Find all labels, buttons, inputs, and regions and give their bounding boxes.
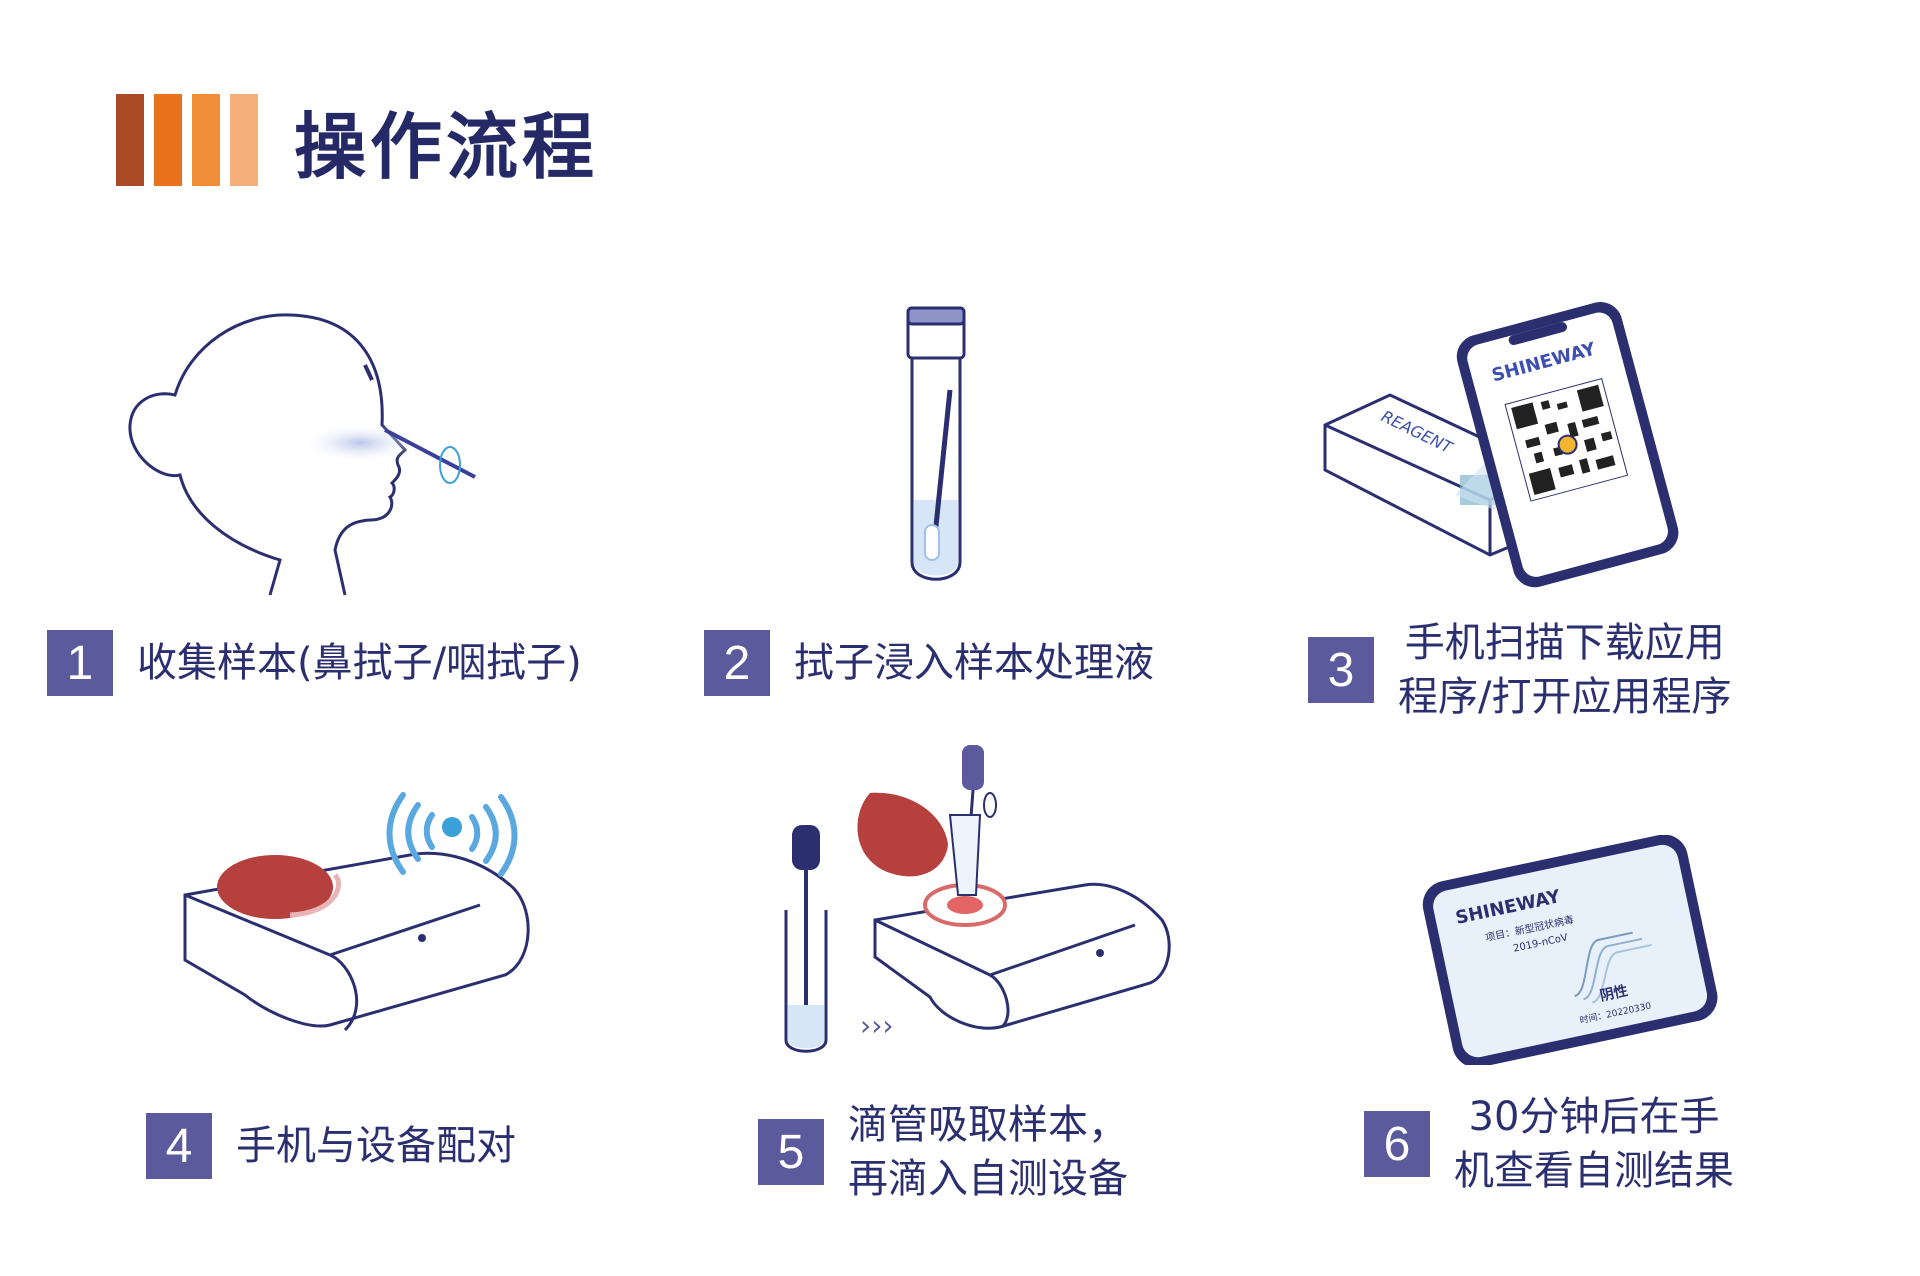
step-number: 5 bbox=[758, 1119, 824, 1185]
header-bar bbox=[230, 94, 258, 186]
step-4: 4 手机与设备配对 bbox=[146, 1113, 516, 1179]
step-3: 3 手机扫描下载应用 程序/打开应用程序 bbox=[1308, 616, 1731, 724]
step-6: 6 30分钟后在手 机查看自测结果 bbox=[1364, 1090, 1734, 1198]
header-bar bbox=[192, 94, 220, 186]
head-swab-illustration bbox=[120, 305, 500, 605]
page-title: 操作流程 bbox=[294, 88, 598, 193]
step-5: 5 滴管吸取样本， 再滴入自测设备 bbox=[758, 1098, 1128, 1206]
step-number: 6 bbox=[1364, 1111, 1430, 1177]
tube-swab-illustration bbox=[895, 300, 985, 600]
step-label: 拭子浸入样本处理液 bbox=[794, 636, 1154, 690]
header-bars bbox=[116, 94, 258, 186]
header-bar bbox=[154, 94, 182, 186]
dropper-device-illustration: ››› bbox=[780, 735, 1200, 1070]
device-pairing-illustration bbox=[170, 775, 540, 1070]
step-number: 1 bbox=[47, 630, 113, 696]
step-number: 2 bbox=[704, 630, 770, 696]
arrow-icon: ››› bbox=[860, 1009, 894, 1042]
header: 操作流程 bbox=[116, 95, 598, 185]
step-label: 收集样本(鼻拭子/咽拭子) bbox=[137, 636, 582, 690]
step-label: 手机与设备配对 bbox=[236, 1119, 516, 1173]
step-label: 滴管吸取样本， 再滴入自测设备 bbox=[848, 1098, 1128, 1206]
step-number: 3 bbox=[1308, 637, 1374, 703]
step-number: 4 bbox=[146, 1113, 212, 1179]
step-label: 手机扫描下载应用 程序/打开应用程序 bbox=[1398, 616, 1731, 724]
step-label: 30分钟后在手 机查看自测结果 bbox=[1454, 1090, 1734, 1198]
header-bar bbox=[116, 94, 144, 186]
step-2: 2 拭子浸入样本处理液 bbox=[704, 630, 1154, 696]
step-1: 1 收集样本(鼻拭子/咽拭子) bbox=[47, 630, 582, 696]
phone-qr-illustration: REAGENT SHINEWAY bbox=[1320, 285, 1730, 595]
phone-result-illustration: SHINEWAY 项目：新型冠状病毒 2019-nCoV 阴性 时间：20220… bbox=[1415, 835, 1735, 1065]
